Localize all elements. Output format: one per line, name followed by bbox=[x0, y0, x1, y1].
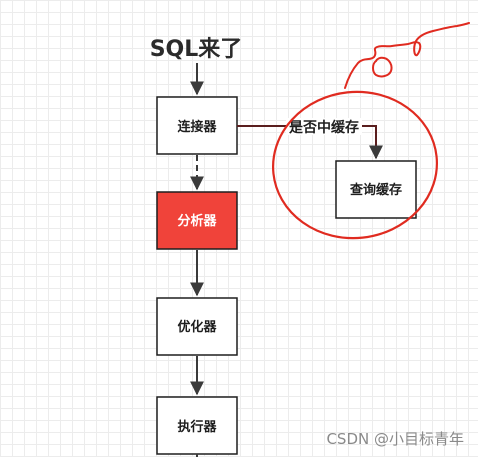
optimizer-label: 优化器 bbox=[177, 319, 217, 335]
cache-hit-label: 是否中缓存 bbox=[289, 119, 359, 136]
annotation-loop bbox=[372, 56, 393, 78]
edge-label-bg bbox=[286, 118, 362, 135]
query-cache-box bbox=[335, 160, 417, 219]
executor-box bbox=[156, 396, 238, 455]
query-cache-label: 查询缓存 bbox=[349, 182, 402, 198]
watermark: CSDN @小目标青年 bbox=[326, 430, 464, 448]
optimizer-box bbox=[156, 297, 238, 356]
executor-label: 执行器 bbox=[177, 419, 217, 435]
annotation-squiggle bbox=[344, 22, 470, 89]
arrow-connector-to-cache bbox=[237, 125, 383, 160]
diagram-title: SQL来了 bbox=[150, 37, 243, 62]
analyzer-box bbox=[156, 191, 238, 250]
connector-label: 连接器 bbox=[177, 119, 217, 135]
annotation-circle bbox=[271, 90, 439, 240]
analyzer-label: 分析器 bbox=[177, 213, 217, 229]
